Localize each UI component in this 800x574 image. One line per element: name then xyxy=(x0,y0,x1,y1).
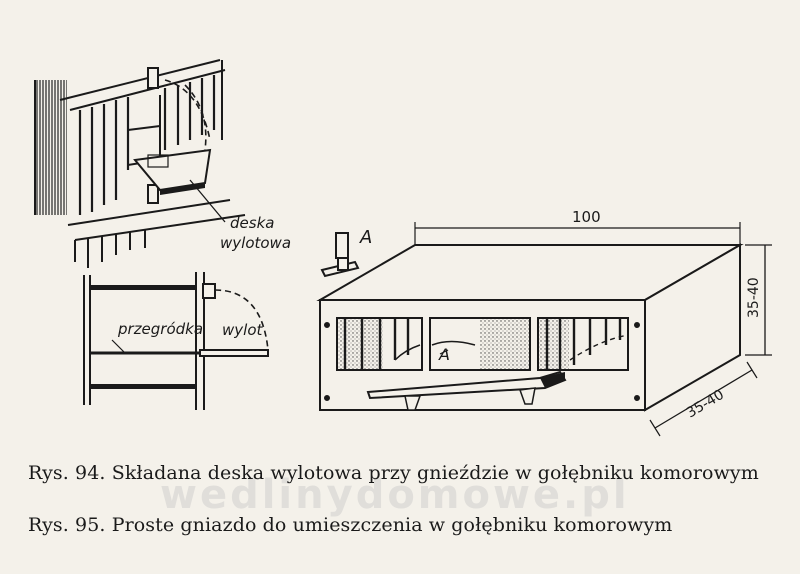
figure-94-section xyxy=(83,272,269,410)
label-przegrodka: przegródka xyxy=(117,320,203,338)
caption-95-text: Proste gniazdo do umieszczenia w gołębni… xyxy=(111,514,673,536)
caption-94-text: Składana deska wylotowa przy gnieździe w… xyxy=(111,462,759,484)
dimension-height: 35-40 xyxy=(746,277,762,318)
figure-94-perspective xyxy=(34,59,246,268)
dimension-length: 100 xyxy=(572,208,601,226)
label-A-inner: A xyxy=(438,345,450,364)
caption-95-number: Rys. 95. xyxy=(28,514,106,536)
technical-illustration: deska wylotowa przegródka wylot xyxy=(34,59,772,437)
label-wylotowa: wylotowa xyxy=(220,234,291,252)
label-wylot: wylot xyxy=(222,321,263,339)
caption-figure-94: Rys. 94. Składana deska wylotowa przy gn… xyxy=(28,462,780,484)
label-A-detail: A xyxy=(359,227,372,248)
caption-figure-95: Rys. 95. Proste gniazdo do umieszczenia … xyxy=(28,514,780,536)
caption-94-number: Rys. 94. xyxy=(28,462,106,484)
figure-95-nestbox xyxy=(316,222,772,437)
dimension-depth: 35-40 xyxy=(684,387,727,422)
label-deska: deska xyxy=(230,214,274,232)
